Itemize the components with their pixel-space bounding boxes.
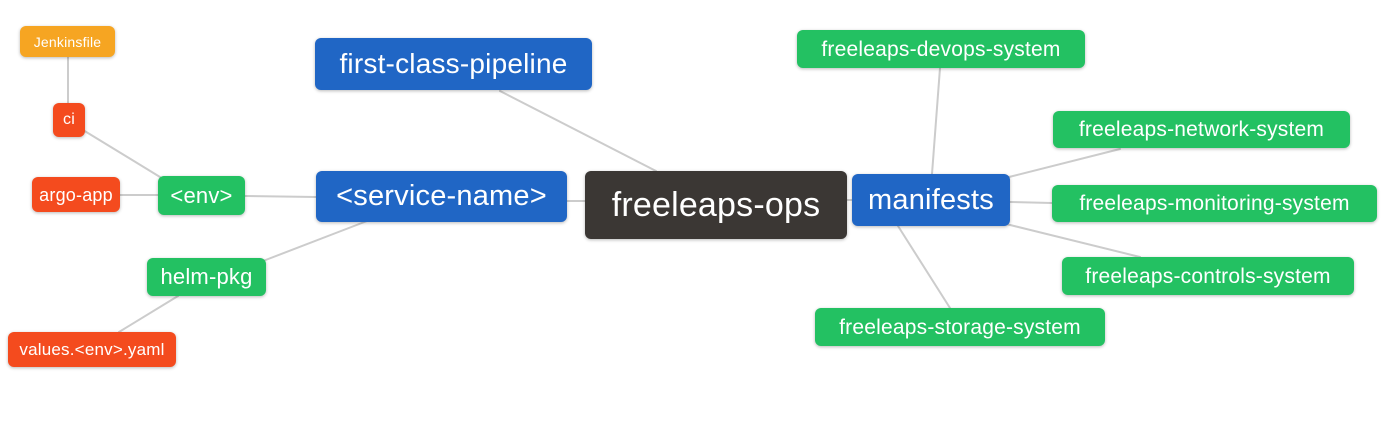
node-label: <env>: [170, 182, 233, 208]
node-values-env-yaml[interactable]: values.<env>.yaml: [8, 332, 176, 367]
node-label: freeleaps-ops: [611, 186, 821, 224]
edge-manifests-to-freeleaps-monitoring-system: [1009, 201, 1053, 204]
edge-helm-pkg-to-service-name: [262, 220, 368, 262]
node-freeleaps-monitoring-system[interactable]: freeleaps-monitoring-system: [1052, 185, 1377, 222]
edge-first-class-pipeline-to-freeleaps-ops: [499, 90, 657, 172]
node-freeleaps-storage-system[interactable]: freeleaps-storage-system: [815, 308, 1105, 346]
edge-manifests-to-freeleaps-controls-system: [1005, 223, 1141, 258]
node-label: manifests: [868, 183, 994, 216]
node-helm-pkg[interactable]: helm-pkg: [147, 258, 266, 296]
node-argo-app[interactable]: argo-app: [32, 177, 120, 212]
node-label: values.<env>.yaml: [19, 340, 165, 359]
edge-manifests-to-freeleaps-devops-system: [931, 67, 941, 175]
node-label: Jenkinsfile: [33, 33, 102, 50]
node-env[interactable]: <env>: [158, 176, 245, 215]
node-service-name[interactable]: <service-name>: [316, 171, 567, 222]
node-freeleaps-ops[interactable]: freeleaps-ops: [585, 171, 847, 239]
node-label: argo-app: [39, 184, 113, 205]
node-label: ci: [63, 111, 75, 128]
node-label: <service-name>: [336, 180, 547, 212]
node-freeleaps-network-system[interactable]: freeleaps-network-system: [1053, 111, 1350, 148]
node-label: freeleaps-controls-system: [1085, 264, 1331, 288]
node-first-class-pipeline[interactable]: first-class-pipeline: [315, 38, 592, 90]
edge-env-to-service-name: [244, 195, 317, 198]
node-manifests[interactable]: manifests: [852, 174, 1010, 226]
node-label: freeleaps-network-system: [1078, 118, 1325, 141]
node-label: helm-pkg: [160, 264, 253, 289]
node-ci[interactable]: ci: [53, 103, 85, 137]
edge-manifests-to-freeleaps-network-system: [1008, 148, 1121, 178]
node-freeleaps-devops-system[interactable]: freeleaps-devops-system: [797, 30, 1085, 68]
node-label: freeleaps-monitoring-system: [1079, 192, 1350, 215]
edge-values-env-yaml-to-helm-pkg: [118, 295, 179, 333]
edge-ci-to-env: [82, 129, 161, 178]
edge-manifests-to-freeleaps-storage-system: [897, 225, 951, 309]
node-label: freeleaps-devops-system: [821, 37, 1061, 61]
node-jenkinsfile[interactable]: Jenkinsfile: [20, 26, 115, 57]
node-label: first-class-pipeline: [339, 48, 568, 79]
node-label: freeleaps-storage-system: [839, 315, 1081, 339]
node-freeleaps-controls-system[interactable]: freeleaps-controls-system: [1062, 257, 1354, 295]
